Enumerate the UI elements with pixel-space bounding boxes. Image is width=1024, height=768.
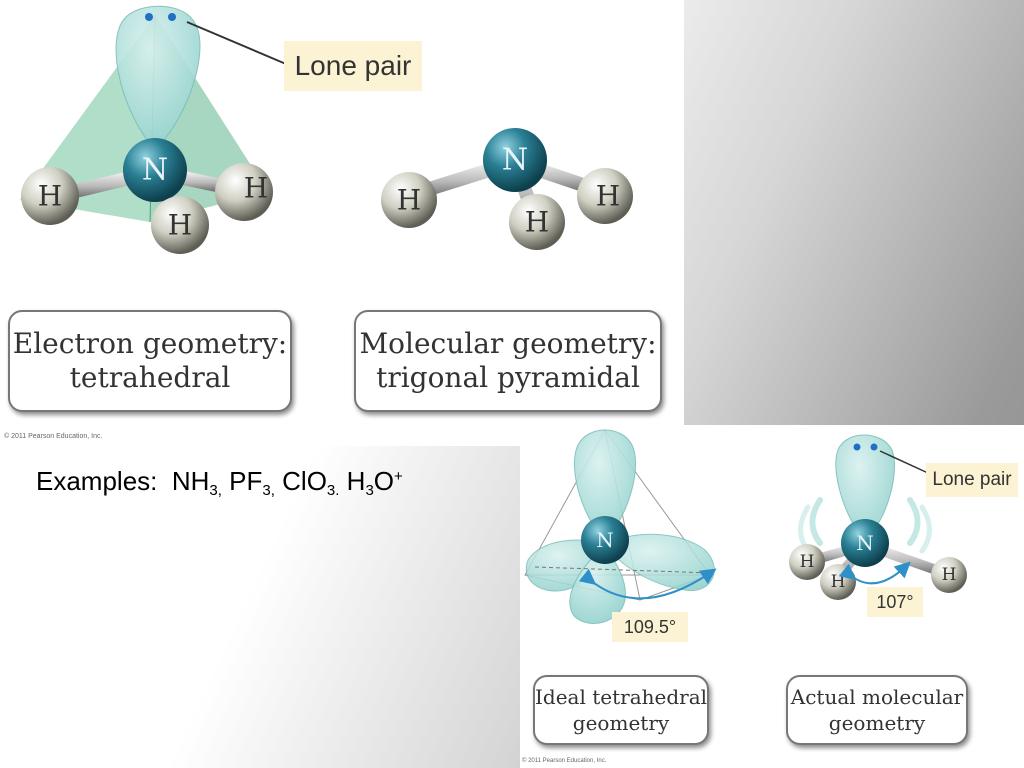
- lone-pair-pointer: [186, 21, 287, 65]
- molecular-geometry-line2: trigonal pyramidal: [376, 361, 640, 394]
- actual-geometry-line2: geometry: [828, 711, 926, 735]
- hydrogen-atom: [215, 163, 273, 221]
- examples-label: Examples:: [36, 466, 158, 496]
- hydrogen-atom: [577, 168, 633, 224]
- copyright-note: © 2011 Pearson Education, Inc.: [4, 433, 103, 440]
- atom-label-h: H: [525, 206, 549, 239]
- bottom-panel: N N H H H Lone pair 109.: [520, 425, 1024, 768]
- repulsion-wave: [919, 504, 932, 554]
- actual-molecular-model: N H H H: [789, 434, 967, 600]
- ammonia-diagrams-bottom: N N H H H: [524, 429, 967, 624]
- atom-label-h: H: [168, 209, 192, 242]
- lone-pair-label: Lone pair: [284, 41, 422, 91]
- ideal-geometry-box: Ideal tetrahedral geometry: [533, 675, 709, 745]
- hydrogen-atom: [789, 544, 825, 580]
- example-clo3: ClO3.: [282, 466, 340, 499]
- actual-geometry-line1: Actual molecular: [790, 685, 964, 709]
- ideal-tetrahedral-model: N: [524, 429, 717, 624]
- nitrogen-atom: [123, 138, 187, 202]
- atom-label-h: H: [244, 172, 268, 205]
- top-panel: N H H H N H H H Lone pair Electron geome…: [0, 0, 684, 446]
- example-h3o: H3O+: [346, 466, 403, 499]
- atom-label-n: N: [142, 153, 168, 188]
- angle-label-ideal: 109.5°: [612, 612, 688, 642]
- repulsion-wave: [809, 497, 823, 546]
- hydrogen-atom: [931, 557, 967, 593]
- atom-label-h: H: [800, 552, 815, 572]
- electron-geometry-box: Electron geometry: tetrahedral: [8, 310, 292, 412]
- nitrogen-atom: [483, 128, 547, 192]
- angle-arrow-actual: [838, 561, 911, 585]
- nitrogen-atom: [581, 516, 629, 564]
- ammonia-diagrams-top: N H H H N H H H: [20, 5, 633, 254]
- actual-geometry-box: Actual molecular geometry: [786, 675, 968, 745]
- electron-dot: [853, 443, 861, 451]
- atom-label-h: H: [397, 184, 421, 217]
- copyright-note: © 2011 Pearson Education, Inc.: [522, 758, 607, 764]
- examples-line: Examples: NH3, PF3, ClO3. H3O+: [36, 466, 403, 499]
- atom-label-h: H: [38, 180, 62, 213]
- nitrogen-atom: [841, 519, 889, 567]
- ideal-geometry-line1: Ideal tetrahedral: [535, 685, 708, 709]
- atom-label-h: H: [831, 572, 846, 592]
- angle-arrow-ideal: [578, 568, 717, 600]
- atom-label-n: N: [856, 531, 874, 555]
- electron-dot: [168, 13, 176, 21]
- hydrogen-atom: [381, 172, 437, 228]
- orbital-lobe-top: [574, 429, 636, 541]
- lone-pair-lobe: [115, 5, 201, 151]
- hydrogen-atom: [21, 167, 79, 225]
- ideal-geometry-line2: geometry: [572, 711, 670, 735]
- repulsion-wave: [907, 497, 921, 546]
- angle-label-actual: 107°: [867, 587, 923, 617]
- example-pf3: PF3,: [229, 466, 275, 499]
- molecular-geometry-box: Molecular geometry: trigonal pyramidal: [354, 310, 662, 412]
- atom-label-h: H: [942, 565, 957, 585]
- hydrogen-atom: [151, 196, 209, 254]
- electron-dot: [145, 13, 153, 21]
- hydrogen-atom: [509, 194, 565, 250]
- lone-pair-label: Lone pair: [926, 463, 1018, 497]
- example-nh3: NH3,: [171, 466, 222, 499]
- atom-label-n: N: [596, 528, 614, 552]
- molecular-geometry-line1: Molecular geometry:: [359, 327, 657, 360]
- electron-geometry-line2: tetrahedral: [69, 361, 231, 394]
- atom-label-h: H: [596, 180, 620, 213]
- electron-dot: [870, 443, 878, 451]
- electron-geometry-line1: Electron geometry:: [12, 327, 288, 360]
- lone-pair-pointer: [879, 450, 929, 474]
- lone-pair-lobe: [835, 434, 895, 541]
- atom-label-n: N: [502, 143, 528, 178]
